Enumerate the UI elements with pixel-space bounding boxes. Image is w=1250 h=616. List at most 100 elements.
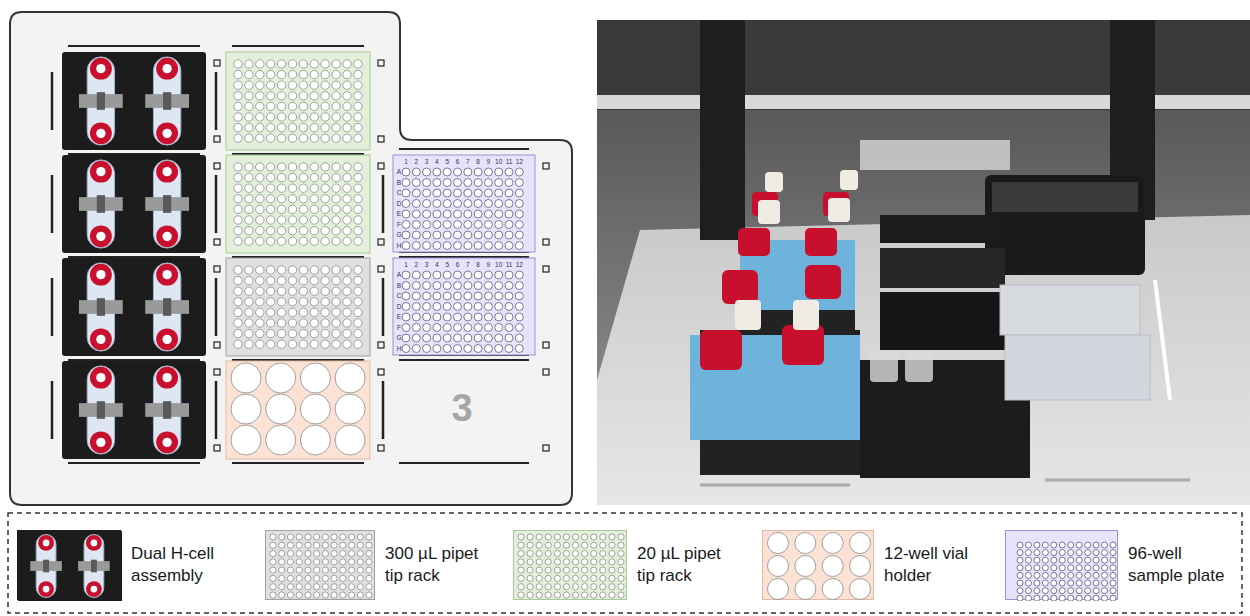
legend-item: Dual H-cell assembly — [17, 530, 246, 600]
label-holder: 8 — [476, 159, 480, 166]
column-number: 10 — [495, 262, 502, 269]
legend-label: 300 µL pipet tip rack — [385, 543, 495, 587]
label-holder: 8 — [476, 262, 480, 269]
row-letter: F — [397, 324, 401, 331]
swatch-icon — [763, 531, 875, 601]
column-number: 1 — [404, 262, 408, 269]
label-holder: 4 — [435, 159, 439, 166]
legend-item: 96-well sample plate — [1005, 530, 1238, 600]
label-holder: 3 — [425, 159, 429, 166]
column-number: 7 — [466, 159, 470, 166]
swatch-icon — [1006, 531, 1119, 601]
column-number: 7 — [466, 262, 470, 269]
column-number: 2 — [414, 262, 418, 269]
column-number: 11 — [506, 159, 513, 166]
legend-item: 12-well vial holder — [762, 530, 994, 600]
row-letter: C — [397, 190, 402, 197]
swatch-icon — [266, 531, 376, 601]
column-number: 11 — [506, 262, 513, 269]
row-letter: H — [397, 242, 402, 249]
legend-label: 12-well vial holder — [884, 543, 994, 587]
label-holder: 4 — [435, 262, 439, 269]
column-number: 6 — [456, 159, 460, 166]
column-number: 6 — [456, 262, 460, 269]
row-letter: D — [397, 200, 402, 207]
label-holder: C — [397, 293, 402, 300]
column-number: 8 — [476, 159, 480, 166]
label-holder: 10 — [495, 159, 502, 166]
legend-swatch — [265, 530, 375, 600]
label-holder: A — [397, 169, 401, 176]
row-letter: G — [396, 232, 401, 239]
label-holder: E — [397, 211, 401, 218]
row-letter: E — [397, 211, 401, 218]
column-number: 9 — [487, 159, 491, 166]
column-number: 4 — [435, 262, 439, 269]
label-holder: 2 — [414, 262, 418, 269]
label-holder: F — [397, 221, 401, 228]
sample-plates — [393, 155, 535, 355]
h-cell-assemblies — [62, 52, 206, 459]
column-number: 12 — [516, 159, 523, 166]
row-letter: B — [397, 179, 401, 186]
label-holder: 12 — [516, 159, 523, 166]
label-holder: 11 — [506, 262, 513, 269]
swatch-icon — [514, 531, 628, 601]
row-letter: A — [397, 272, 401, 279]
deck-photo — [597, 20, 1250, 505]
label-holder: 5 — [445, 262, 449, 269]
label-holder: 11 — [506, 159, 513, 166]
legend-label: 96-well sample plate — [1128, 543, 1238, 587]
row-letter: D — [397, 303, 402, 310]
label-holder: H — [397, 242, 402, 249]
label-holder: D — [397, 200, 402, 207]
column-number: 10 — [495, 159, 502, 166]
row-letter: A — [397, 169, 401, 176]
row-letter: H — [397, 345, 402, 352]
legend-swatch — [762, 530, 874, 600]
column-number: 3 — [425, 159, 429, 166]
deck-outline — [10, 12, 572, 505]
legend-label: Dual H-cell assembly — [131, 543, 246, 587]
legend-border — [8, 513, 1242, 613]
label-holder: 1 — [404, 262, 408, 269]
label-holder: H — [397, 345, 402, 352]
column-number: 5 — [445, 159, 449, 166]
label-holder: B — [397, 179, 401, 186]
column-number: 9 — [487, 262, 491, 269]
slot-brackets — [52, 46, 549, 463]
label-holder: 12 — [516, 262, 523, 269]
label-holder: 9 — [487, 159, 491, 166]
label-holder: 6 — [456, 159, 460, 166]
column-number: 1 — [404, 159, 408, 166]
label-holder: 3 — [451, 389, 472, 427]
row-letter: B — [397, 282, 401, 289]
label-holder: B — [397, 282, 401, 289]
legend-swatch — [1005, 530, 1118, 600]
legend-item: 300 µL pipet tip rack — [265, 530, 495, 600]
label-holder: 7 — [466, 159, 470, 166]
legend-swatch — [513, 530, 627, 600]
tip-racks — [226, 52, 370, 459]
slot-number: 3 — [451, 389, 472, 427]
label-holder: 5 — [445, 159, 449, 166]
row-letter: F — [397, 221, 401, 228]
legend-label: 20 µL pipet tip rack — [637, 543, 742, 587]
label-holder: E — [397, 314, 401, 321]
label-holder: G — [396, 232, 401, 239]
label-holder: 6 — [456, 262, 460, 269]
swatch-icon — [18, 531, 122, 601]
row-letter: G — [396, 335, 401, 342]
label-holder: F — [397, 324, 401, 331]
label-holder: 2 — [414, 159, 418, 166]
column-number: 4 — [435, 159, 439, 166]
column-number: 5 — [445, 262, 449, 269]
row-letter: C — [397, 293, 402, 300]
label-holder: 3 — [425, 262, 429, 269]
legend-swatch — [17, 530, 121, 600]
label-holder: D — [397, 303, 402, 310]
label-holder: A — [397, 272, 401, 279]
column-number: 8 — [476, 262, 480, 269]
legend-item: 20 µL pipet tip rack — [513, 530, 742, 600]
